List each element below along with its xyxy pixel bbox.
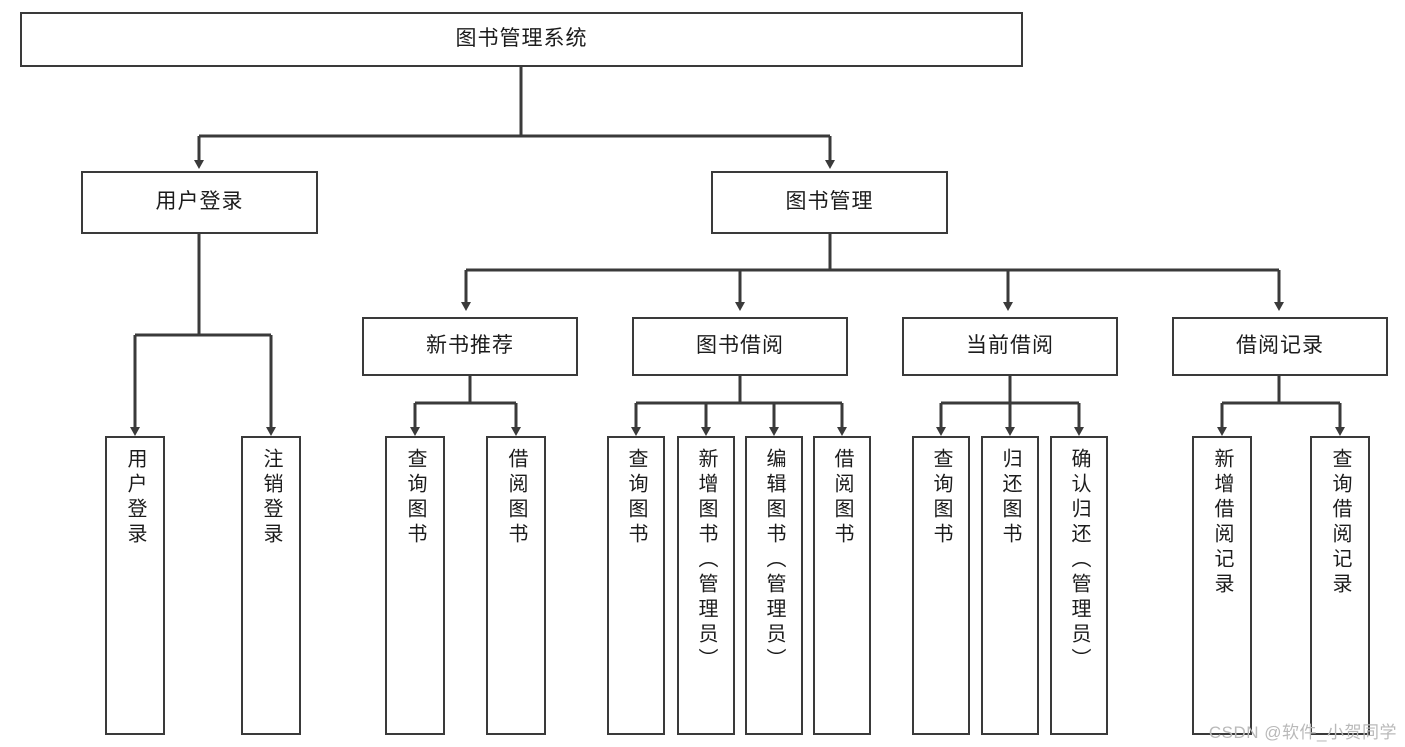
node-leaf-add-book-admin-label: 新增图书（管理员） [695, 448, 717, 673]
node-leaf-confirm-return-admin-label: 确认归还（管理员） [1068, 448, 1090, 673]
node-leaf-query-book-recommend[interactable]: 查询图书 [385, 436, 445, 735]
node-new-book-recommend[interactable]: 新书推荐 [362, 317, 578, 376]
node-leaf-return-book-label: 归还图书 [999, 448, 1021, 548]
node-root[interactable]: 图书管理系统 [20, 12, 1023, 67]
node-book-management[interactable]: 图书管理 [711, 171, 948, 234]
node-current-borrow[interactable]: 当前借阅 [902, 317, 1118, 376]
node-book-borrow[interactable]: 图书借阅 [632, 317, 848, 376]
node-borrow-record-label: 借阅记录 [1236, 334, 1324, 358]
node-leaf-add-borrow-record[interactable]: 新增借阅记录 [1192, 436, 1252, 735]
node-user-login[interactable]: 用户登录 [81, 171, 318, 234]
node-leaf-query-book-borrow[interactable]: 查询图书 [607, 436, 665, 735]
node-leaf-borrow-book-recommend-label: 借阅图书 [505, 448, 527, 548]
node-leaf-logout-label: 注销登录 [260, 448, 282, 548]
node-leaf-user-login-label: 用户登录 [124, 448, 146, 548]
node-leaf-query-borrow-record-label: 查询借阅记录 [1329, 448, 1351, 598]
node-leaf-return-book[interactable]: 归还图书 [981, 436, 1039, 735]
node-borrow-record[interactable]: 借阅记录 [1172, 317, 1388, 376]
node-leaf-query-book-current-label: 查询图书 [930, 448, 952, 548]
node-leaf-query-book-borrow-label: 查询图书 [625, 448, 647, 548]
watermark: CSDN @软件_小贺同学 [1208, 723, 1397, 742]
node-current-borrow-label: 当前借阅 [966, 334, 1054, 358]
node-leaf-edit-book-admin[interactable]: 编辑图书（管理员） [745, 436, 803, 735]
node-leaf-user-login[interactable]: 用户登录 [105, 436, 165, 735]
node-root-label: 图书管理系统 [455, 27, 588, 51]
node-leaf-add-book-admin[interactable]: 新增图书（管理员） [677, 436, 735, 735]
node-leaf-add-borrow-record-label: 新增借阅记录 [1211, 448, 1233, 598]
node-user-login-label: 用户登录 [155, 190, 244, 214]
node-book-management-label: 图书管理 [785, 190, 874, 214]
node-leaf-borrow-book-recommend[interactable]: 借阅图书 [486, 436, 546, 735]
node-leaf-borrow-book[interactable]: 借阅图书 [813, 436, 871, 735]
node-book-borrow-label: 图书借阅 [696, 334, 784, 358]
node-new-book-recommend-label: 新书推荐 [426, 334, 514, 358]
node-leaf-query-book-recommend-label: 查询图书 [404, 448, 426, 548]
node-leaf-query-borrow-record[interactable]: 查询借阅记录 [1310, 436, 1370, 735]
node-leaf-query-book-current[interactable]: 查询图书 [912, 436, 970, 735]
node-leaf-logout[interactable]: 注销登录 [241, 436, 301, 735]
node-leaf-edit-book-admin-label: 编辑图书（管理员） [763, 448, 785, 673]
node-leaf-borrow-book-label: 借阅图书 [831, 448, 853, 548]
node-leaf-confirm-return-admin[interactable]: 确认归还（管理员） [1050, 436, 1108, 735]
